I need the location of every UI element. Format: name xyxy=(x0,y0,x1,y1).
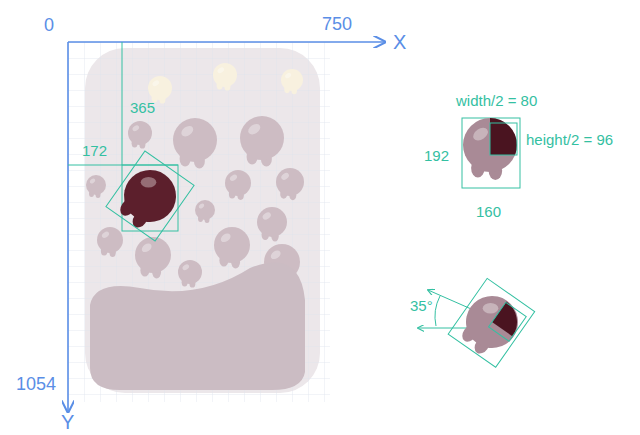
dimension-label: 160 xyxy=(476,204,501,221)
axis-max-y: 1054 xyxy=(16,375,56,395)
coordinate-value: 365 xyxy=(130,100,155,117)
coordinate-value: 172 xyxy=(82,143,107,160)
axis-origin: 0 xyxy=(44,16,54,36)
dimension-label: height/2 = 96 xyxy=(526,132,613,149)
axis-name: Y xyxy=(61,411,74,433)
angle-label: 35° xyxy=(410,298,433,315)
dimension-label: width/2 = 80 xyxy=(456,93,537,110)
axis-max-x: 750 xyxy=(322,15,352,35)
dimension-label: 192 xyxy=(424,148,449,165)
axis-name: X xyxy=(393,31,406,53)
